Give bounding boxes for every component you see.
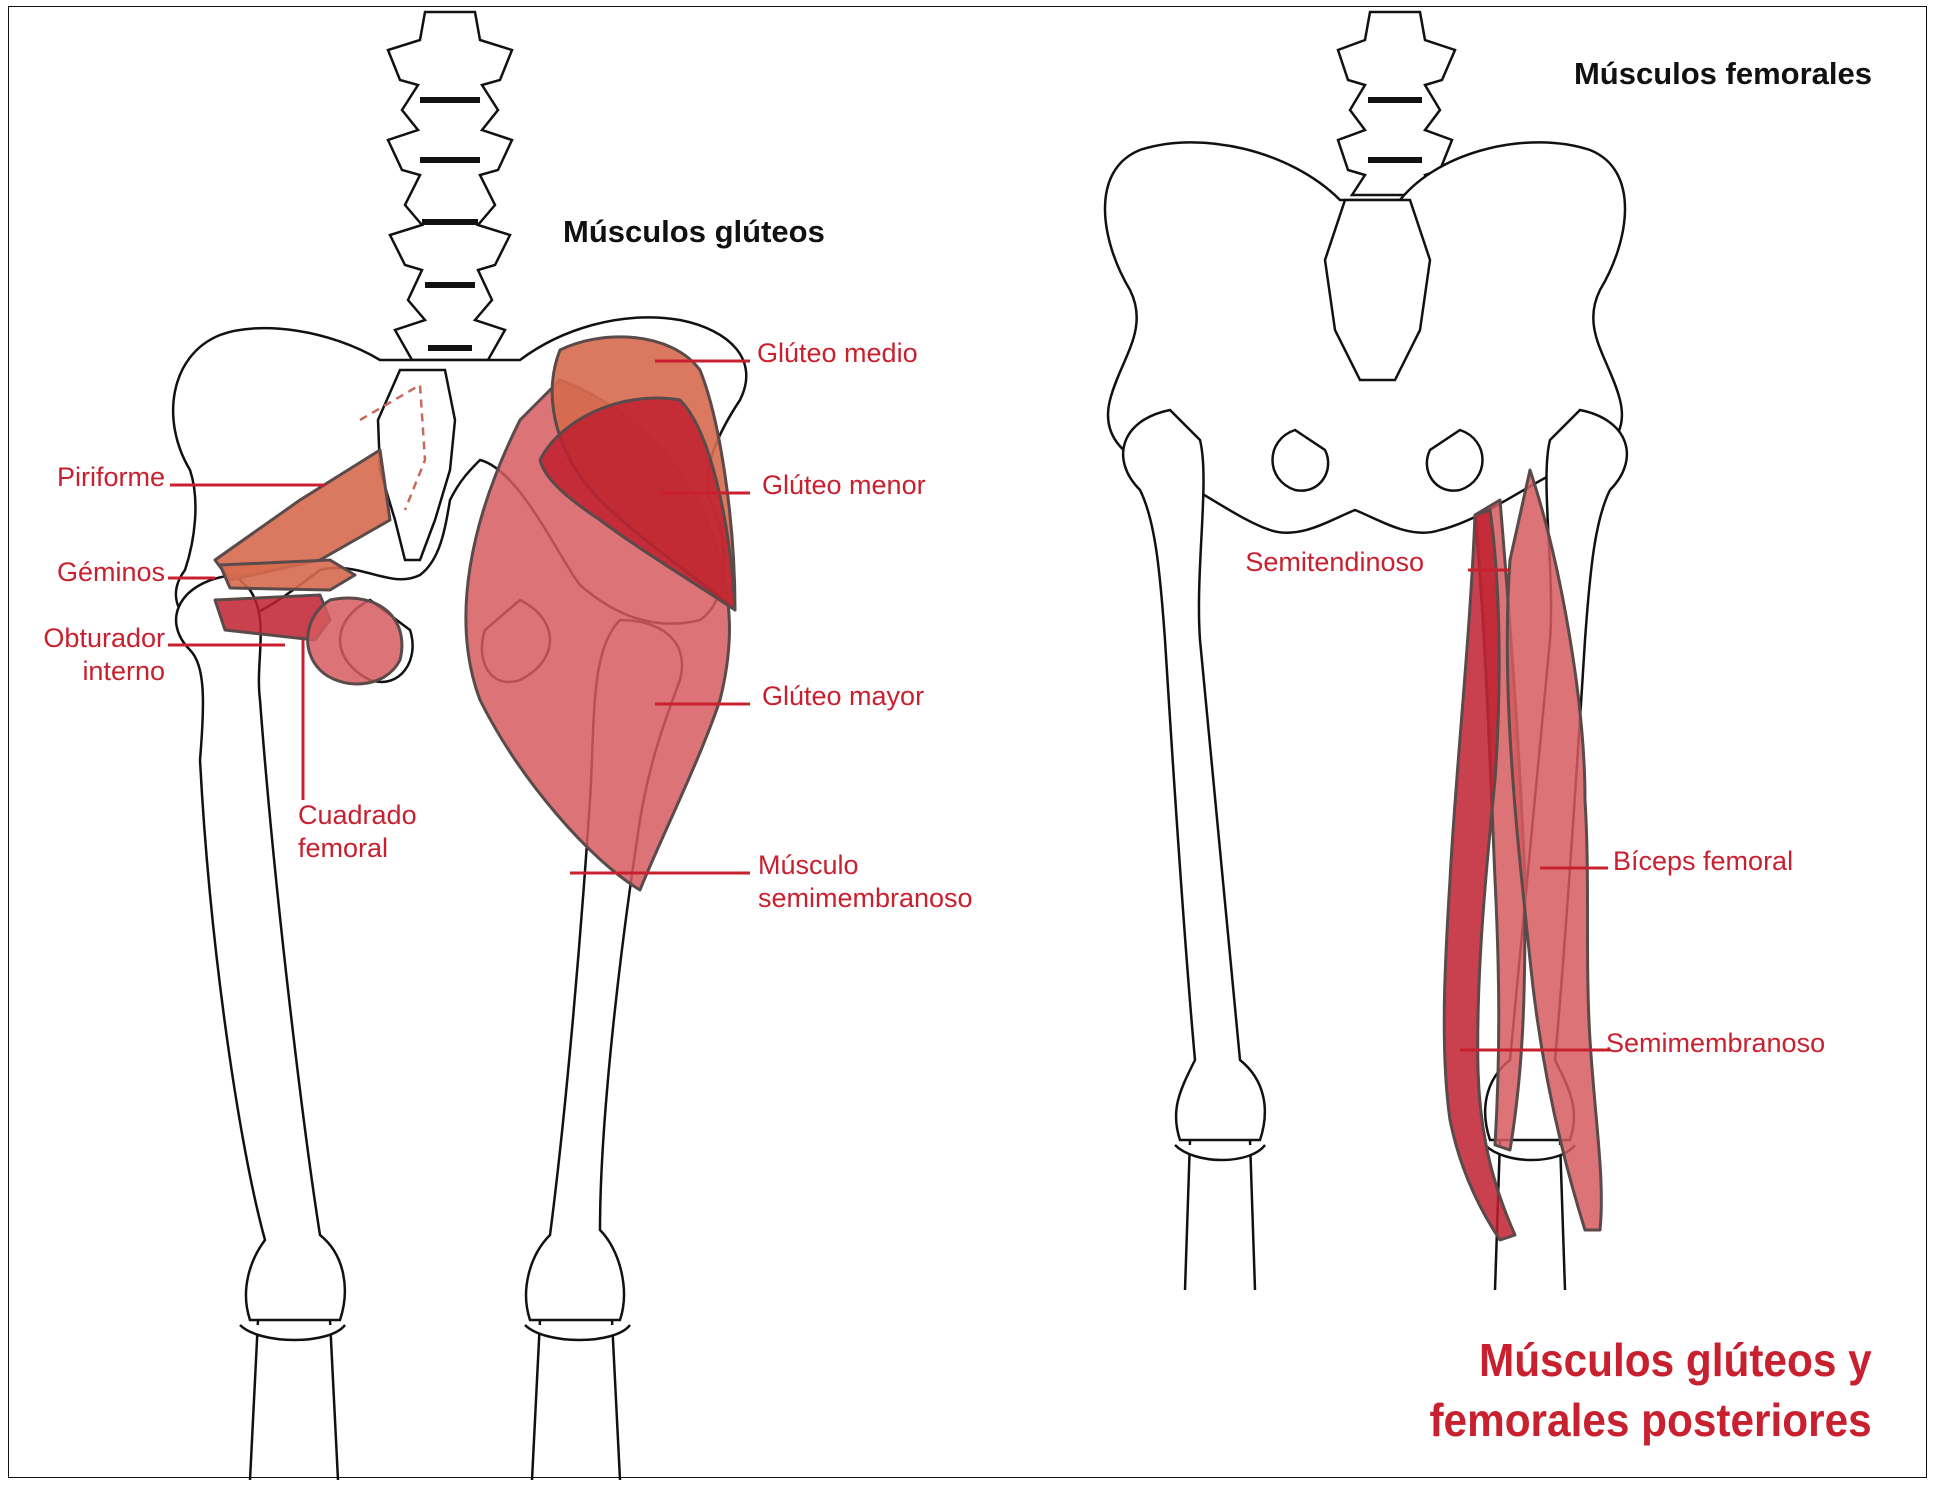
label-semitendinoso: Semitendinoso	[1245, 546, 1424, 579]
label-gluteo-menor: Glúteo menor	[762, 469, 926, 502]
femoral-heading: Músculos femorales	[1574, 56, 1872, 92]
label-obturador-interno: Obturador interno	[43, 622, 165, 688]
label-cuadrado-femoral: Cuadrado femoral	[298, 799, 417, 865]
label-musculo-semimembranoso: Músculo semimembranoso	[758, 849, 973, 915]
label-gluteo-medio: Glúteo medio	[757, 337, 918, 370]
main-title: Músculos glúteos y femorales posteriores	[1430, 1330, 1872, 1450]
label-geminos: Géminos	[57, 556, 165, 589]
label-piriforme: Piriforme	[57, 461, 165, 494]
main-title-line2: femorales posteriores	[1430, 1390, 1872, 1450]
label-semimembranoso: Semimembranoso	[1606, 1027, 1825, 1060]
label-musculo-semimembranoso-line1: Músculo	[758, 849, 973, 882]
left-spine	[388, 12, 512, 360]
gluteal-heading: Músculos glúteos	[563, 214, 825, 250]
label-obturador-line1: Obturador	[43, 622, 165, 655]
geminos-muscle	[220, 560, 355, 590]
label-cuadrado-line2: femoral	[298, 832, 417, 865]
label-biceps-femoral: Bíceps femoral	[1613, 845, 1793, 878]
label-obturador-line2: interno	[43, 655, 165, 688]
cuadrado-femoral-muscle	[308, 598, 402, 684]
label-gluteo-mayor: Glúteo mayor	[762, 680, 924, 713]
main-title-line1: Músculos glúteos y	[1430, 1330, 1872, 1390]
label-musculo-semimembranoso-line2: semimembranoso	[758, 882, 973, 915]
label-cuadrado-line1: Cuadrado	[298, 799, 417, 832]
